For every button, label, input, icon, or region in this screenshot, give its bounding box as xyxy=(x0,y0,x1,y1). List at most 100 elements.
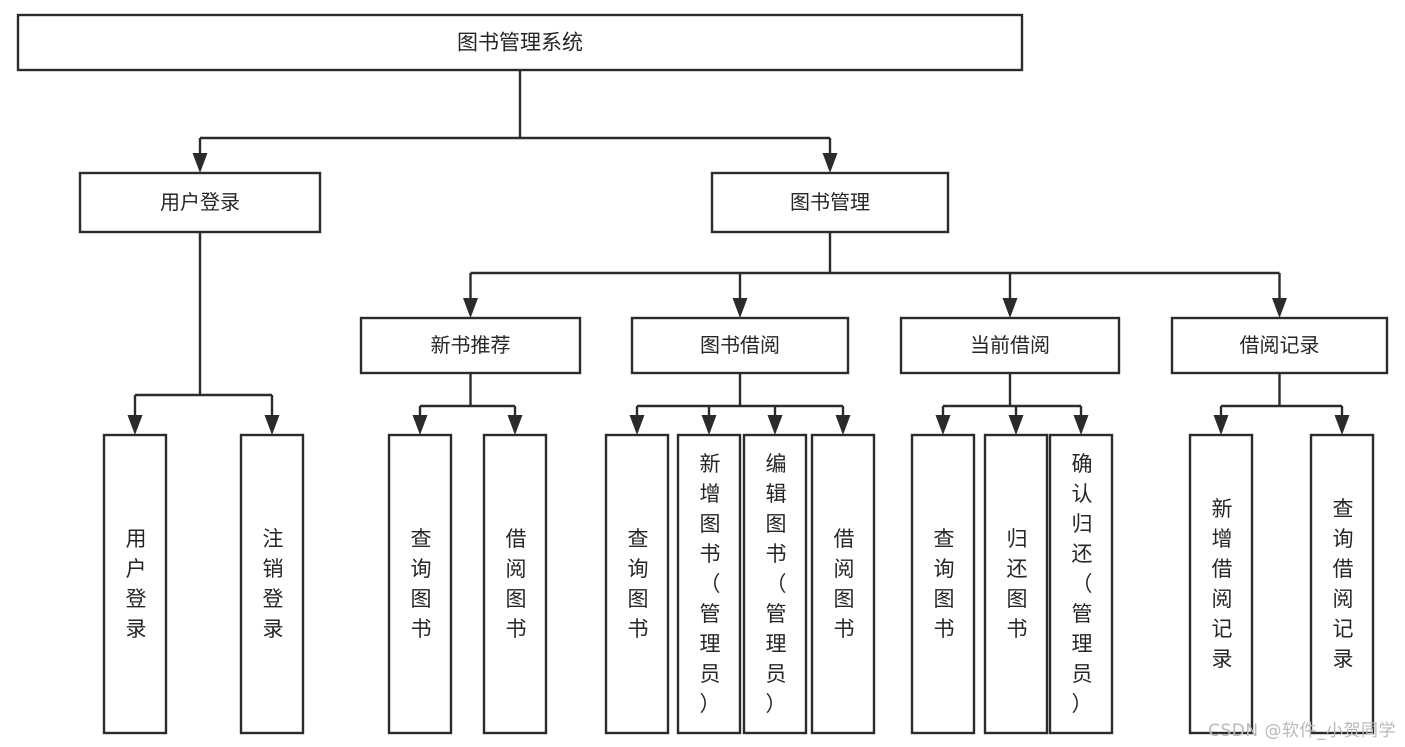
node-label-char: 图 xyxy=(766,512,787,536)
node-label-char: 查 xyxy=(934,527,955,551)
node-label-char: 阅 xyxy=(1333,587,1354,611)
node-label-char: 管 xyxy=(1072,602,1093,626)
node-label-char: 新 xyxy=(1212,497,1233,521)
arrow-head-icon xyxy=(629,415,645,435)
arrow-head-icon xyxy=(1213,415,1229,435)
node-label-char: 借 xyxy=(1333,557,1354,581)
arrow-head-icon xyxy=(264,415,280,435)
node-label-char: 图 xyxy=(506,587,527,611)
node-label-char: 用 xyxy=(126,527,147,551)
node-box xyxy=(676,433,742,735)
node-label-char: 录 xyxy=(1333,647,1354,671)
node-label-char: 员 xyxy=(700,662,721,686)
node-label-char: 图 xyxy=(628,587,649,611)
node-root[interactable]: 图书管理系统 xyxy=(16,13,1024,72)
arrow-head-icon xyxy=(935,415,951,435)
arrow-head-icon xyxy=(1002,298,1018,318)
node-label-char: ） xyxy=(766,692,787,716)
connector-group-bus-book-manage xyxy=(463,232,1287,318)
node-label-char: 阅 xyxy=(834,557,855,581)
node-label-char: 登 xyxy=(263,587,284,611)
node-label-char: 注 xyxy=(263,527,284,551)
node-label-char: （ xyxy=(766,572,787,596)
node-label: 用户登录 xyxy=(160,190,240,214)
arrow-head-icon xyxy=(127,415,143,435)
arrow-head-icon xyxy=(701,415,717,435)
node-current-borrow[interactable]: 当前借阅 xyxy=(899,316,1121,375)
connector-group-bus-root xyxy=(192,70,838,173)
node-label-char: 员 xyxy=(766,662,787,686)
node-label-char: 书 xyxy=(628,617,649,641)
node-label-char: 归 xyxy=(1072,512,1093,536)
node-box xyxy=(239,433,305,735)
arrow-head-icon xyxy=(1272,298,1287,318)
node-label-char: 登 xyxy=(126,587,147,611)
watermark-label: CSDN @软件_小贺同学 xyxy=(1208,721,1396,741)
node-label-char: 增 xyxy=(700,482,721,506)
node-label-char: 管 xyxy=(700,602,721,626)
nodes-layer: 图书管理系统用户登录图书管理新书推荐图书借阅当前借阅借阅记录用户登录注销登录查询… xyxy=(16,13,1389,735)
node-label-char: 查 xyxy=(1333,497,1354,521)
node-label-char: 书 xyxy=(506,617,527,641)
node-label: 借阅记录 xyxy=(1240,333,1320,357)
node-box xyxy=(899,316,1121,375)
node-label-char: 书 xyxy=(700,542,721,566)
node-box xyxy=(1170,316,1389,375)
node-label-char: 询 xyxy=(934,557,955,581)
arrow-head-icon xyxy=(767,415,783,435)
node-box xyxy=(102,433,168,735)
arrow-head-icon xyxy=(463,298,478,318)
node-book-manage[interactable]: 图书管理 xyxy=(710,171,950,234)
node-label-char: 阅 xyxy=(1212,587,1233,611)
connector-group-bus-borrow-record xyxy=(1213,373,1350,435)
node-label-char: 询 xyxy=(411,557,432,581)
node-leaf-user-login[interactable]: 用户登录 xyxy=(102,433,168,735)
node-box xyxy=(742,433,808,735)
node-label-char: 图 xyxy=(934,587,955,611)
node-label-char: 借 xyxy=(1212,557,1233,581)
node-label-char: 记 xyxy=(1333,617,1354,641)
node-label-char: 辑 xyxy=(766,482,787,506)
node-label-char: 图 xyxy=(834,587,855,611)
node-new-book-rec[interactable]: 新书推荐 xyxy=(359,316,582,375)
node-label-char: ） xyxy=(700,692,721,716)
node-label-char: 理 xyxy=(1072,632,1093,656)
node-label-char: （ xyxy=(700,572,721,596)
node-book-borrow[interactable]: 图书借阅 xyxy=(630,316,850,375)
connector-group-bus-user-login xyxy=(127,232,280,435)
node-label-char: 销 xyxy=(263,557,284,581)
node-borrow-record[interactable]: 借阅记录 xyxy=(1170,316,1389,375)
node-label-char: 增 xyxy=(1212,527,1233,551)
node-user-login[interactable]: 用户登录 xyxy=(78,171,322,234)
node-box xyxy=(604,433,670,735)
node-label-char: ） xyxy=(1072,692,1093,716)
node-label-char: 借 xyxy=(834,527,855,551)
node-box xyxy=(359,316,582,375)
connector-group-bus-current-borrow xyxy=(935,373,1089,435)
node-box xyxy=(1048,433,1114,735)
node-label-char: 书 xyxy=(411,617,432,641)
node-label-char: 录 xyxy=(1212,647,1233,671)
arrow-head-icon xyxy=(1334,415,1350,435)
node-box xyxy=(810,433,876,735)
